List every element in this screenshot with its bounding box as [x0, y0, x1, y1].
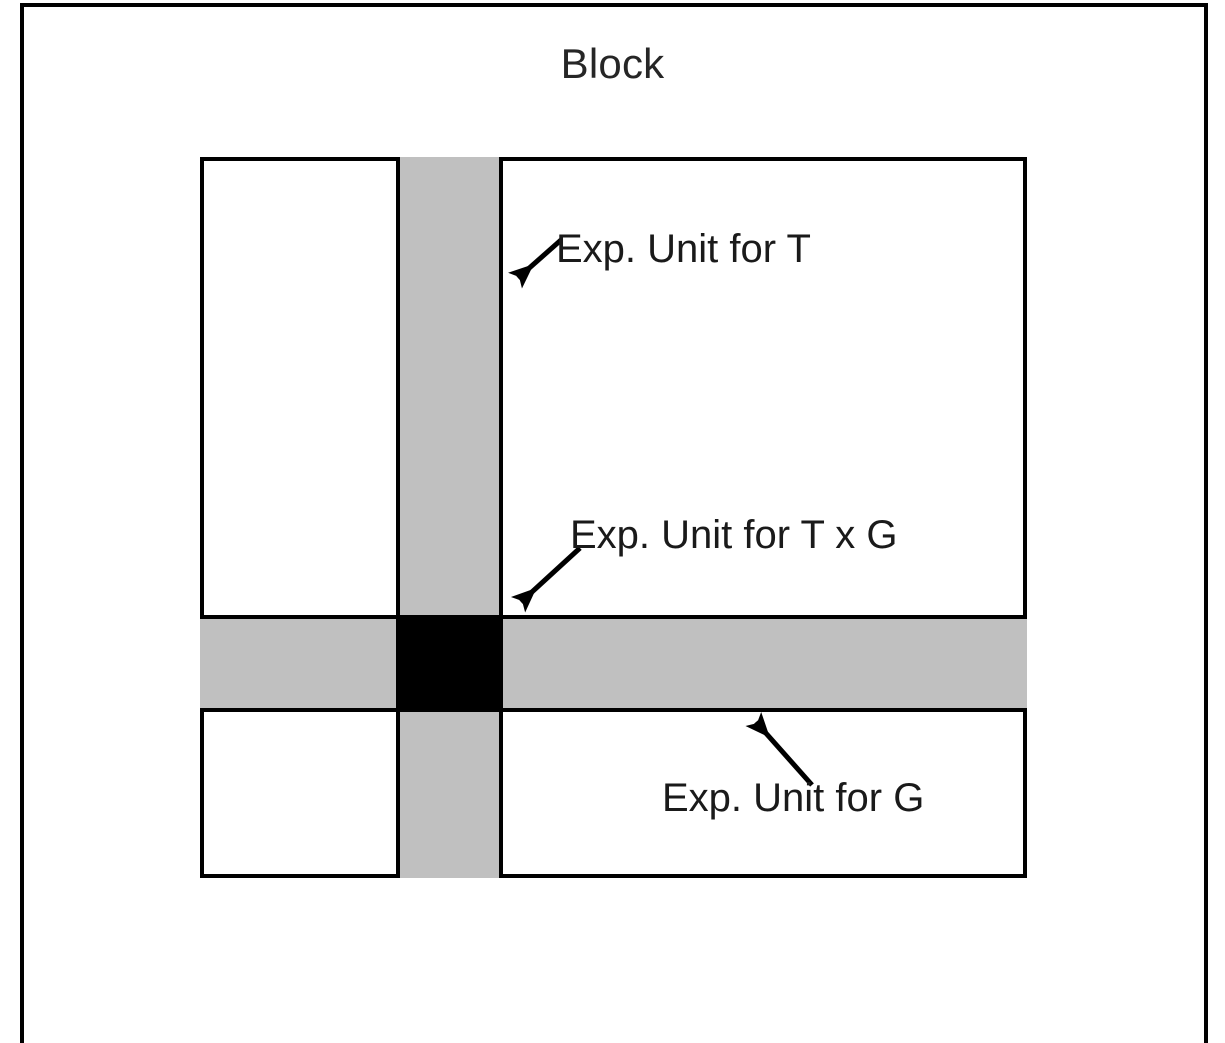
callout-label-exp-unit-t-x-g: Exp. Unit for T x G	[570, 513, 898, 557]
page-title: Block	[560, 40, 665, 87]
genotype-row-strip	[200, 615, 1027, 712]
arrow-down-left-icon	[510, 546, 582, 613]
intersection-cell	[396, 615, 503, 712]
arrow-down-left-icon	[508, 238, 563, 289]
treatment-column-strip	[396, 157, 503, 878]
callout-label-exp-unit-g: Exp. Unit for G	[662, 776, 925, 820]
outer-frame-border	[20, 3, 1208, 1043]
block-rectangle	[200, 157, 1027, 878]
arrow-up-left-icon	[745, 712, 814, 787]
callout-label-exp-unit-t: Exp. Unit for T	[556, 227, 811, 271]
